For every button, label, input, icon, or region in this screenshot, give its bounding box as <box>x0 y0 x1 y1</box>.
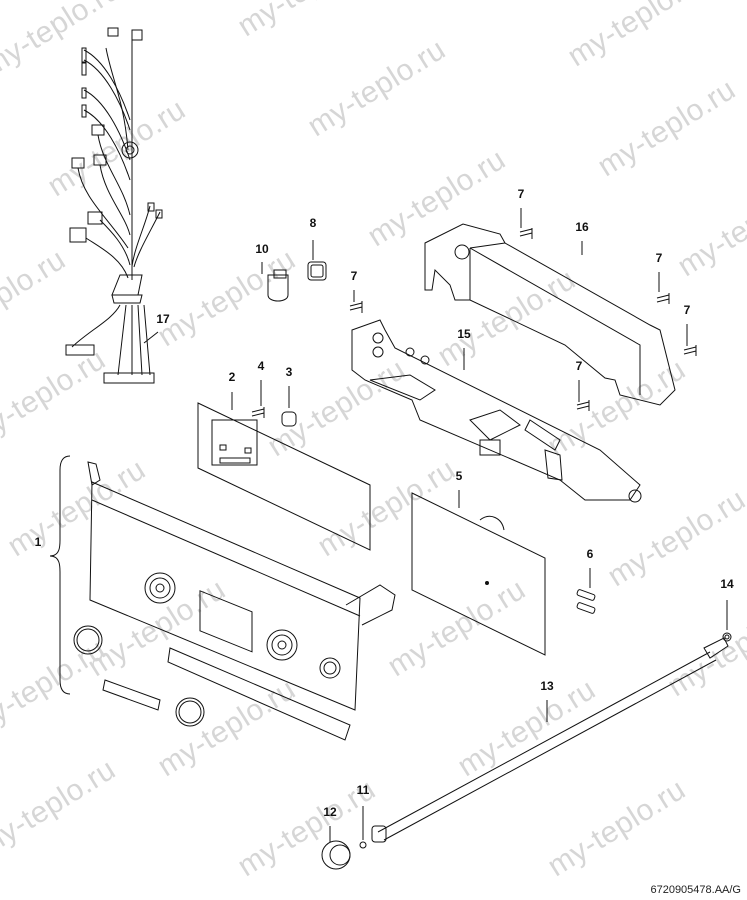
spacer-3 <box>281 386 297 427</box>
callout-label-c7e: 7 <box>350 269 358 283</box>
seal-ring-14 <box>722 600 732 642</box>
callout-label-c8: 8 <box>309 216 317 230</box>
callout-label-c17: 17 <box>156 312 170 326</box>
grommet-8 <box>307 240 327 281</box>
callout-label-c5: 5 <box>455 469 463 483</box>
main-board-5 <box>411 490 546 656</box>
callout-label-c1: 1 <box>34 535 42 549</box>
document-id: 6720905478.AA/G <box>650 884 741 896</box>
callout-label-c12: 12 <box>323 805 337 819</box>
callout-label-c7b: 7 <box>655 251 663 265</box>
callout-label-c7a: 7 <box>517 187 525 201</box>
fuses-6 <box>576 568 596 614</box>
capillary-tube-13 <box>371 637 729 843</box>
callout-label-c16: 16 <box>575 220 589 234</box>
callout-label-c4: 4 <box>257 359 265 373</box>
callout-label-c7c: 7 <box>683 303 691 317</box>
screw-4 <box>251 380 265 418</box>
wiring-harness-17 <box>65 27 163 384</box>
washer-11 <box>359 806 367 849</box>
callout-label-c11: 11 <box>356 783 370 797</box>
control-panel-assembly-1 <box>49 455 396 741</box>
callout-label-c3: 3 <box>285 365 293 379</box>
screw-7-group <box>349 208 697 411</box>
callout-label-c7d: 7 <box>575 359 583 373</box>
display-board-2 <box>197 392 371 551</box>
callout-label-c6: 6 <box>586 547 594 561</box>
callout-label-c14: 14 <box>720 577 734 591</box>
cable-clip-10 <box>261 262 289 302</box>
pressure-gauge-12 <box>321 826 351 870</box>
callout-label-c13: 13 <box>540 679 554 693</box>
callout-label-c10: 10 <box>255 242 269 256</box>
housing-cover-16 <box>424 223 676 406</box>
control-tray-15 <box>351 319 642 503</box>
callout-label-c2: 2 <box>228 370 236 384</box>
callout-label-c15: 15 <box>457 327 471 341</box>
